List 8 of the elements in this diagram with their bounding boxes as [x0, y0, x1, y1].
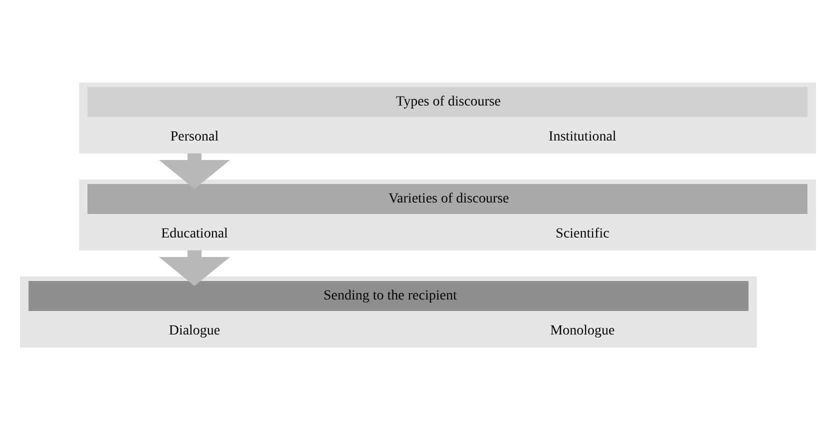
node-text: Monologue: [550, 324, 615, 339]
arrow: [158, 153, 230, 190]
arrow: [158, 250, 230, 286]
node-text: Personal: [170, 130, 219, 145]
node-text: Scientific: [556, 226, 610, 242]
node-text: Institutional: [548, 130, 616, 145]
node-text: Educational: [161, 226, 228, 242]
node-text: Dialogue: [168, 324, 220, 339]
